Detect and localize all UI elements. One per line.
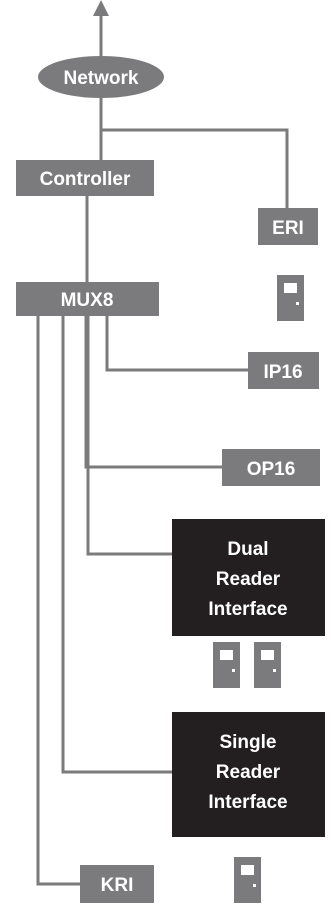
line-to-single-reader (61, 316, 172, 774)
dual-reader-node: Dual Reader Interface (172, 519, 325, 636)
single-reader-label-line2: Reader (216, 762, 281, 783)
network-ellipse (38, 56, 164, 98)
dual-reader-label-line2: Reader (216, 569, 281, 590)
ip16-box (248, 352, 319, 389)
arrow-up-icon (93, 0, 109, 16)
ip16-label: IP16 (263, 362, 302, 383)
network-label: Network (64, 68, 139, 89)
door-icon (213, 642, 240, 688)
eri-node: ERI (258, 208, 318, 245)
dual-reader-label-line1: Dual (227, 539, 268, 560)
line-to-op16 (84, 316, 222, 469)
ip16-node: IP16 (248, 352, 319, 389)
controller-box (16, 160, 154, 196)
op16-node: OP16 (222, 449, 320, 486)
door-icon (234, 857, 261, 903)
mux8-node: MUX8 (16, 282, 159, 316)
eri-label: ERI (272, 218, 304, 239)
single-reader-label-line3: Interface (208, 792, 287, 813)
line-to-dual-reader (86, 316, 172, 556)
dual-reader-label-line3: Interface (208, 599, 287, 620)
op16-box (222, 449, 320, 486)
kri-label: KRI (101, 875, 134, 896)
door-icon (254, 642, 281, 688)
network-node: Network (38, 56, 164, 98)
kri-node: KRI (80, 865, 154, 903)
single-reader-box (172, 712, 325, 837)
mux8-label: MUX8 (61, 290, 114, 311)
eri-box (258, 208, 318, 245)
mux8-box (16, 282, 159, 316)
op16-label: OP16 (247, 459, 296, 480)
kri-box (80, 865, 154, 903)
controller-node: Controller (16, 160, 154, 196)
controller-label: Controller (40, 169, 131, 190)
line-to-kri (36, 316, 80, 886)
single-reader-label-line1: Single (219, 732, 276, 753)
dual-reader-box (172, 519, 325, 636)
door-icon (277, 275, 304, 321)
connector-lines (36, 10, 289, 886)
line-to-eri (101, 128, 289, 208)
line-to-ip16 (105, 316, 248, 372)
single-reader-node: Single Reader Interface (172, 712, 325, 837)
